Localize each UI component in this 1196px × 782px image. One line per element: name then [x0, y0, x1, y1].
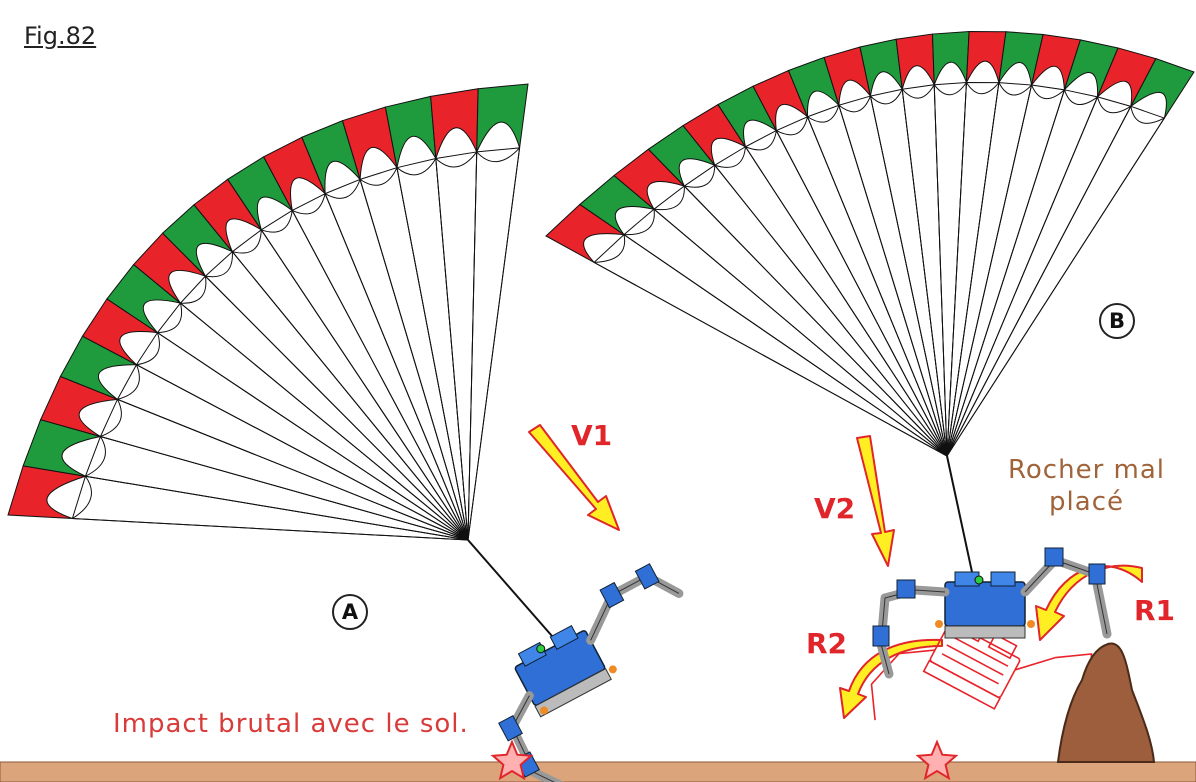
suspension-line [869, 95, 948, 457]
scenario-a-label: A [332, 594, 368, 630]
suspension-line [946, 82, 967, 457]
canopy-seam [870, 89, 903, 105]
suspension-line [291, 210, 469, 541]
canopy-seam [684, 165, 716, 188]
rock-caption: Rocher mal placé [1008, 454, 1165, 518]
suspension-line [838, 105, 948, 457]
canopy-seam [100, 399, 122, 437]
suspension-line [775, 130, 948, 457]
suspension-line [653, 208, 948, 457]
robot-b [872, 547, 1112, 679]
suspension-line [714, 164, 948, 457]
canopy-seam [1130, 106, 1165, 124]
velocity-arrow-v2 [856, 435, 895, 567]
suspension-line [396, 167, 469, 541]
suspension-line [100, 436, 469, 541]
suspension-line [946, 117, 1165, 457]
suspension-line [593, 261, 948, 457]
suspension-line [933, 84, 948, 457]
canopy-band [1130, 58, 1195, 119]
suspension-line [136, 364, 469, 541]
suspension-line [901, 89, 948, 457]
canopy-band [476, 83, 529, 153]
rotation-label-r1: R1 [1134, 594, 1176, 627]
canopy-seam [292, 193, 326, 215]
canopy-seam [776, 116, 809, 136]
suspension-line [359, 179, 469, 541]
suspension-line [72, 518, 469, 541]
canopy-band [895, 33, 935, 90]
suspension-line [85, 475, 469, 541]
suspension-line [946, 96, 1098, 457]
suspension-line [946, 89, 1065, 457]
canopy-seam [157, 302, 182, 334]
canopy-band [430, 88, 479, 159]
robot-a [498, 563, 684, 782]
canopy-seam [901, 84, 935, 99]
canopy-seam [117, 364, 140, 400]
suspension-line [946, 106, 1132, 457]
canopy-seam [180, 276, 207, 304]
impact-star-a [490, 739, 534, 781]
suspension-line [231, 251, 469, 541]
velocity-arrow-v1 [528, 424, 620, 531]
suspension-line [260, 229, 469, 541]
suspension-line [180, 302, 469, 541]
rotation-label-r2: R2 [806, 627, 848, 660]
suspension-line [117, 398, 469, 541]
velocity-label-v2: V2 [814, 492, 856, 525]
canopy-seam [807, 105, 840, 123]
velocity-label-v1: V1 [571, 419, 613, 452]
canopy-seam [933, 82, 967, 96]
canopy-seam [85, 436, 106, 477]
canopy-seam [838, 95, 871, 113]
canopy-seam [653, 186, 685, 211]
parachute-canopy-a [7, 83, 529, 541]
canopy-seam [1063, 89, 1098, 105]
suspension-line [946, 82, 1000, 457]
canopy-seam [966, 82, 1000, 95]
canopy-seam [714, 146, 746, 168]
parachute-canopy-b [545, 31, 1195, 457]
canopy-seam [396, 158, 437, 176]
figure-label: Fig.82 [24, 22, 97, 50]
canopy-seam [324, 179, 361, 199]
canopy-seam [623, 209, 655, 236]
canopy-seam [136, 332, 160, 366]
suspension-line [623, 234, 948, 457]
canopy-seam [261, 210, 293, 233]
canopy-seam [435, 151, 478, 168]
canopy-seam [1097, 96, 1132, 114]
suspension-line [467, 151, 478, 541]
suspension-line [683, 185, 948, 457]
impact-caption: Impact brutal avec le sol. [113, 709, 469, 739]
canopy-seam [998, 82, 1032, 96]
canopy-seam [476, 147, 520, 163]
suspension-line [324, 193, 469, 541]
misplaced-rock [1056, 642, 1156, 763]
suspension-line [745, 146, 948, 457]
canopy-band [931, 31, 970, 85]
suspension-line [435, 158, 469, 541]
suspension-line [205, 275, 469, 541]
ground-strip [0, 761, 1196, 782]
canopy-seam [232, 229, 262, 254]
canopy-seam [745, 130, 777, 151]
suspension-line [946, 84, 1033, 457]
suspension-line [807, 116, 948, 457]
canopy-seam [205, 251, 233, 278]
canopy-seam [594, 234, 626, 263]
canopy-seam [1031, 84, 1065, 99]
suspension-line [157, 332, 469, 541]
riser-a [467, 539, 553, 637]
canopy-seam [359, 167, 398, 186]
suspension-line [467, 147, 521, 541]
rock-caption-line2: placé [1049, 487, 1124, 517]
canopy-seam [72, 475, 92, 519]
rock-caption-line1: Rocher mal [1008, 455, 1166, 485]
scenario-b-label: B [1099, 303, 1135, 339]
impact-star-b [915, 739, 959, 781]
riser-b [946, 455, 976, 587]
